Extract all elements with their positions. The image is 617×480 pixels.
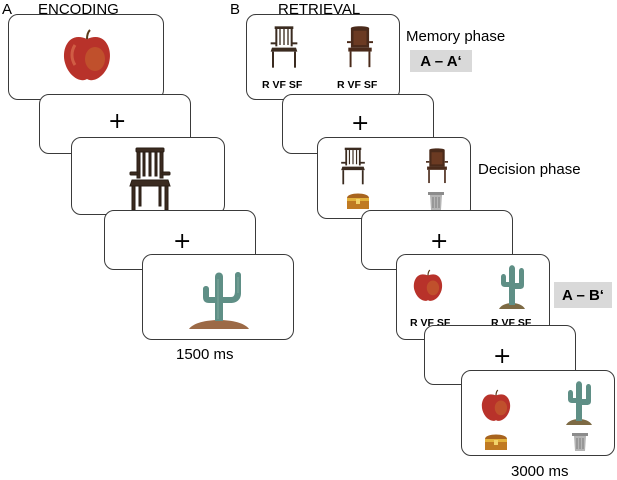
panel-b-title: RETRIEVAL <box>278 1 361 18</box>
retrieval-card-decision-2 <box>461 370 615 456</box>
fixation-cross: + <box>108 109 127 134</box>
cactus-image <box>499 265 525 309</box>
chair-image <box>426 148 448 184</box>
treasure-chest-icon <box>347 193 369 209</box>
condition-diff-tag: A – B‘ <box>554 282 612 308</box>
chair-image <box>270 26 298 68</box>
chair-image <box>341 147 365 185</box>
response-options-left: R VF SF <box>262 79 303 91</box>
panel-a-title: ENCODING <box>38 1 119 18</box>
response-options-right: R VF SF <box>491 317 532 329</box>
apple-image <box>481 389 511 421</box>
encoding-duration: 1500 ms <box>176 346 234 363</box>
memory-phase-label: Memory phase <box>406 28 506 45</box>
fixation-cross: + <box>173 229 192 254</box>
decision-phase-label: Decision phase <box>478 161 581 178</box>
fixation-cross: + <box>493 344 512 369</box>
apple-image <box>413 269 443 301</box>
response-options-right: R VF SF <box>337 79 378 91</box>
retrieval-card-decision-1 <box>317 137 471 219</box>
condition-same-tag: A – A‘ <box>410 50 472 72</box>
trash-can-icon <box>428 192 444 210</box>
response-options-left: R VF SF <box>410 317 451 329</box>
encoding-card-chair <box>71 137 225 215</box>
fixation-cross: + <box>351 111 370 136</box>
apple-image <box>63 29 111 81</box>
encoding-card-apple <box>8 14 164 100</box>
retrieval-card-memory-1: R VF SF R VF SF <box>246 14 400 100</box>
cactus-image <box>189 272 249 329</box>
trash-can-icon <box>572 433 588 451</box>
encoding-card-cactus <box>142 254 294 340</box>
panel-b-letter: B <box>230 1 241 18</box>
cactus-image <box>566 381 592 425</box>
chair-image <box>347 26 373 68</box>
chair-image <box>129 147 171 211</box>
retrieval-duration: 3000 ms <box>511 463 569 480</box>
treasure-chest-icon <box>485 434 507 450</box>
panel-a-letter: A <box>2 1 13 18</box>
fixation-cross: + <box>430 229 449 254</box>
